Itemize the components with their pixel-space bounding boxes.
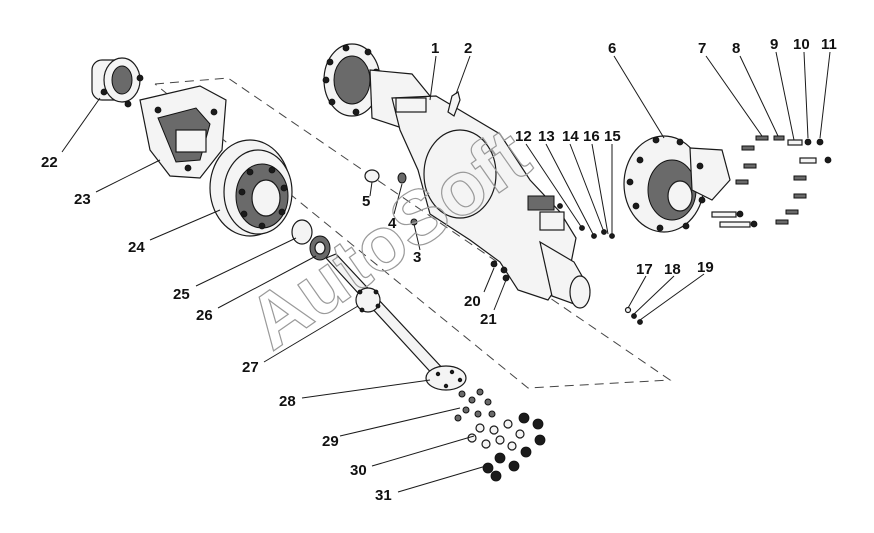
breather-pipe [447, 91, 461, 117]
callout-15: 15 [604, 128, 621, 145]
callout-12: 12 [515, 128, 532, 145]
carrier-bolts [711, 135, 832, 228]
callout-2: 2 [464, 40, 472, 57]
callout-27: 27 [242, 359, 259, 376]
callout-29: 29 [322, 433, 339, 450]
callout-5: 5 [362, 193, 370, 210]
small-bolt [637, 319, 643, 325]
differential-carrier [623, 135, 731, 233]
small-nut [631, 313, 637, 319]
washer-set [467, 419, 525, 451]
callout-11: 11 [821, 36, 837, 53]
callout-30: 30 [350, 462, 367, 479]
leader-lines [61, 51, 831, 493]
callout-22: 22 [41, 154, 58, 171]
fill-plug [397, 172, 407, 184]
callout-21: 21 [480, 311, 497, 328]
callout-9: 9 [770, 36, 778, 53]
stud-set [454, 388, 496, 422]
axle-housing [391, 95, 591, 309]
callout-20: 20 [464, 293, 481, 310]
callout-17: 17 [636, 261, 653, 278]
callout-24: 24 [128, 239, 145, 256]
callout-25: 25 [173, 286, 190, 303]
callout-13: 13 [538, 128, 555, 145]
callout-31: 31 [375, 487, 392, 504]
small-washer [624, 306, 632, 314]
callout-labels: 1 2 3 4 5 6 7 8 9 10 11 12 13 14 16 15 1… [41, 36, 837, 504]
seal-ring [291, 219, 313, 245]
mount-bolts [490, 260, 510, 282]
callout-7: 7 [698, 40, 706, 57]
callout-3: 3 [413, 249, 421, 266]
callout-23: 23 [74, 191, 91, 208]
callout-1: 1 [431, 40, 439, 57]
callout-4: 4 [388, 215, 397, 232]
callout-14: 14 [562, 128, 579, 145]
callout-18: 18 [664, 261, 681, 278]
brake-disc-hub [209, 139, 293, 237]
callout-26: 26 [196, 307, 213, 324]
level-plug [364, 169, 380, 183]
callout-6: 6 [608, 40, 616, 57]
assembly-dashed-outline [154, 77, 672, 389]
bracket-fasteners [527, 195, 615, 239]
brake-chamber [91, 57, 144, 108]
callout-19: 19 [697, 259, 714, 276]
brake-caliper [139, 85, 227, 179]
shaft-flange [425, 365, 467, 391]
callout-10: 10 [793, 36, 810, 53]
callout-28: 28 [279, 393, 296, 410]
nut-set [482, 412, 546, 482]
callout-16: 16 [583, 128, 600, 145]
callout-8: 8 [732, 40, 740, 57]
